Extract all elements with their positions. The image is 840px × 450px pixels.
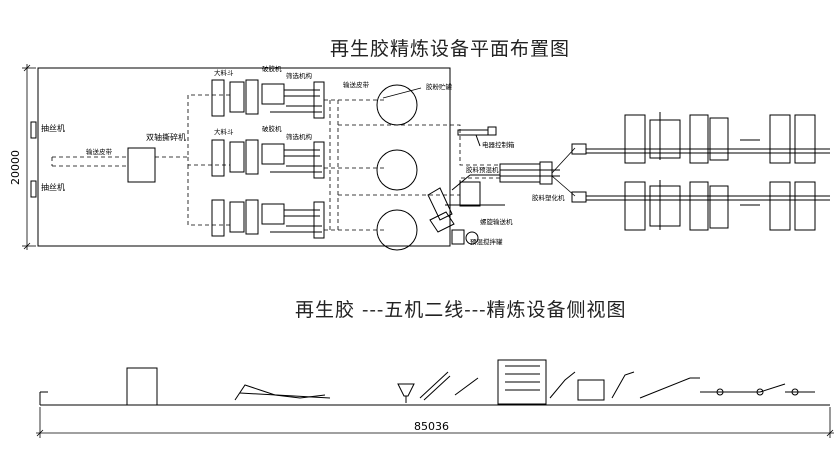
refining-line-upper — [586, 112, 830, 164]
premix-tank-label: 预混搅拌罐 — [470, 237, 503, 246]
crusher-label-1: 破胶机 — [262, 64, 282, 73]
side-view-title: 再生胶 ---五机二线---精炼设备侧视图 — [295, 299, 627, 321]
length-dimension — [36, 407, 834, 438]
screener-label-1: 筛选机构 — [286, 71, 313, 80]
hopper-label-1: 大料斗 — [214, 68, 234, 77]
side-shredder — [126, 367, 158, 406]
screw-conveyor — [427, 187, 505, 233]
machine-line-3 — [211, 199, 325, 239]
plan-title: 再生胶精炼设备平面布置图 — [330, 38, 571, 60]
screw-conveyor-label: 螺旋输送机 — [480, 217, 513, 226]
shredder-label: 双轴撕碎机 — [146, 132, 186, 142]
screener-label-2: 筛选机构 — [286, 132, 313, 141]
powder-tank-3 — [376, 209, 418, 251]
machine-line-1 — [211, 79, 325, 119]
hopper-label-2: 大料斗 — [214, 127, 234, 136]
wire-puller-2 — [30, 180, 37, 198]
double-shaft-shredder — [127, 147, 156, 183]
powder-tank-label: 胶粉贮罐 — [426, 82, 453, 91]
premix-tank — [451, 229, 479, 245]
refining-line-lower — [586, 180, 830, 231]
plant-boundary — [37, 67, 451, 247]
plasticizer-label: 胶料塑化机 — [532, 193, 565, 202]
side-view — [39, 359, 830, 406]
conveyor-belt-label-2: 输送皮带 — [343, 80, 370, 89]
length-dimension-label: 85036 — [414, 420, 449, 433]
conveyor-belt-label: 输送皮带 — [86, 147, 113, 156]
powder-tank-2 — [376, 149, 418, 191]
premixer-label: 胶料预混机 — [466, 165, 499, 174]
premixer-unit — [451, 161, 560, 207]
wire-puller-1 — [30, 121, 37, 139]
side-premixer — [497, 359, 547, 405]
crusher-label-2: 破胶机 — [262, 124, 282, 133]
control-cabinet — [457, 126, 497, 147]
powder-tank-1 — [376, 84, 418, 126]
control-cabinet-label: 电器控制箱 — [482, 140, 515, 149]
wire-puller-label-2: 抽丝机 — [41, 182, 65, 192]
width-dimension-label: 20000 — [9, 150, 22, 185]
machine-line-2 — [211, 139, 325, 179]
wire-puller-label-1: 抽丝机 — [41, 123, 65, 133]
width-dimension — [22, 64, 36, 250]
